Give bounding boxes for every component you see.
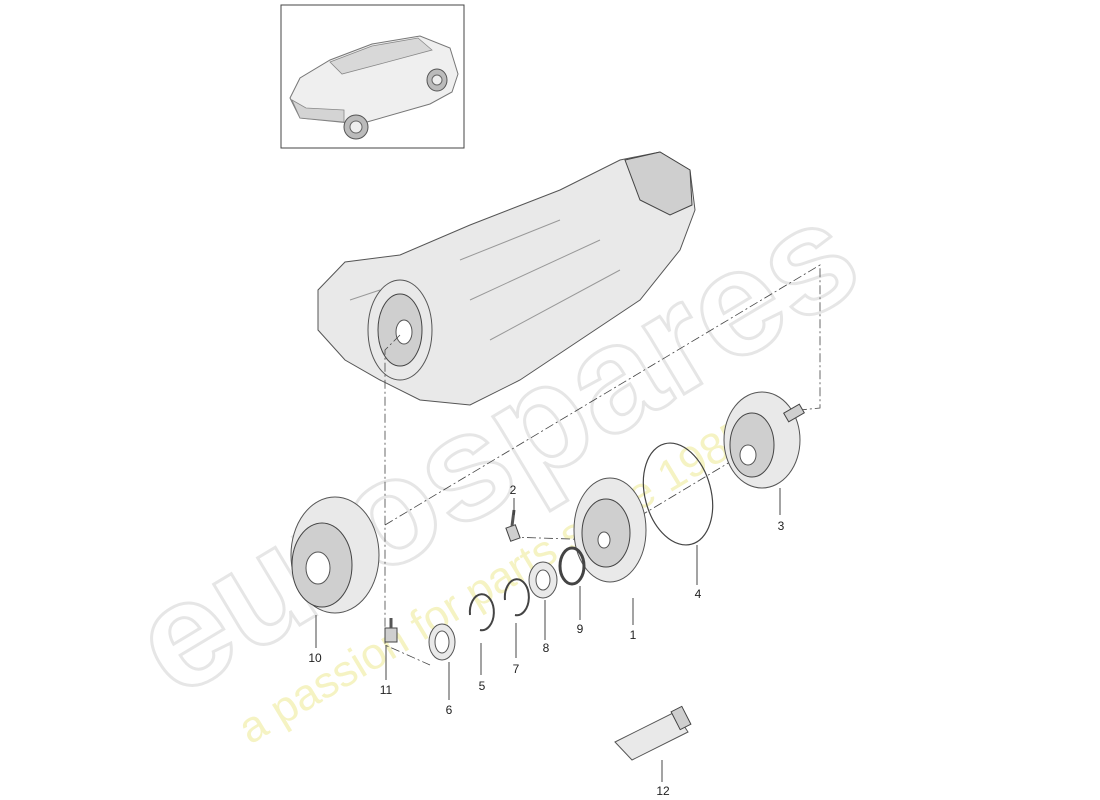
bolt[interactable] — [384, 618, 398, 643]
callout-11[interactable]: 11 — [380, 683, 393, 697]
retaining-ring[interactable] — [558, 546, 586, 586]
oil-pump-cover[interactable] — [573, 477, 647, 583]
callout-1[interactable]: 1 — [630, 628, 637, 642]
circlip-5[interactable] — [468, 593, 495, 632]
transmission-assembly — [317, 151, 696, 406]
clutch-drum[interactable] — [723, 391, 805, 489]
callout-2[interactable]: 2 — [510, 483, 517, 497]
callout-3[interactable]: 3 — [778, 519, 785, 533]
callout-12[interactable]: 12 — [656, 784, 670, 798]
callout-8[interactable]: 8 — [543, 641, 550, 655]
callout-5[interactable]: 5 — [479, 679, 486, 693]
callout-labels: 1 2 3 4 5 6 7 8 9 10 11 12 — [308, 483, 784, 798]
callout-4[interactable]: 4 — [695, 587, 702, 601]
leader-lines — [315, 488, 781, 782]
sealing-ring[interactable] — [428, 623, 456, 661]
vehicle-inset[interactable] — [280, 4, 465, 149]
callout-10[interactable]: 10 — [308, 651, 322, 665]
bearing[interactable] — [528, 561, 558, 599]
callout-7[interactable]: 7 — [513, 662, 520, 676]
lubricant-tube[interactable] — [614, 705, 692, 761]
callout-9[interactable]: 9 — [577, 622, 584, 636]
torque-converter[interactable] — [290, 496, 380, 614]
callout-6[interactable]: 6 — [446, 703, 453, 717]
circlip-7[interactable] — [503, 578, 530, 617]
vehicle-icon — [289, 35, 459, 140]
o-ring[interactable] — [633, 435, 724, 553]
